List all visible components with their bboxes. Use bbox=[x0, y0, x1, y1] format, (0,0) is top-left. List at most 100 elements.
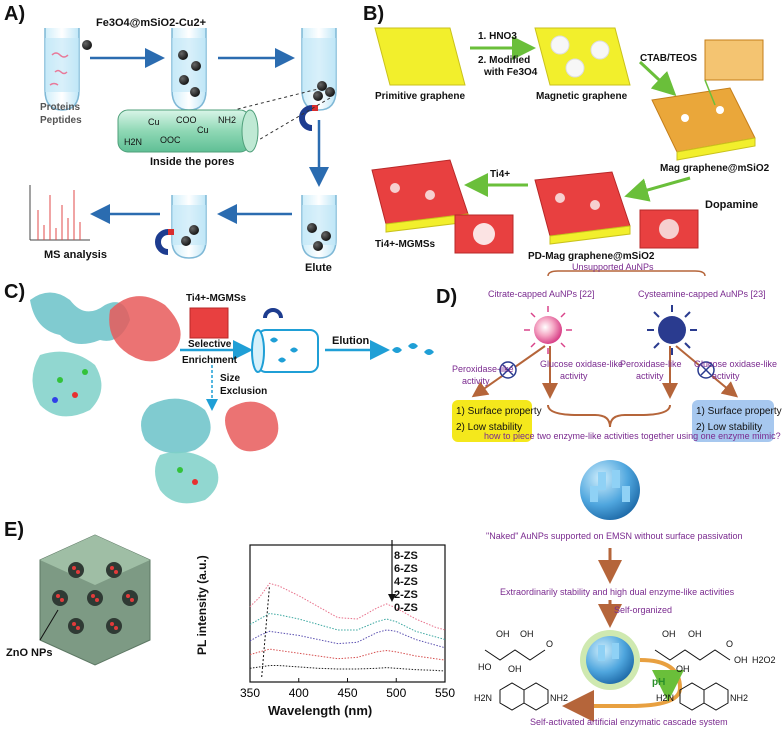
d-ph: pH bbox=[652, 677, 666, 688]
x-tick-label-350: 350 bbox=[240, 686, 260, 700]
d-glucose-left2: activity bbox=[560, 371, 588, 381]
d-glucose-left: Glucose oxidase-like bbox=[540, 359, 624, 369]
panel-b-label: B) bbox=[363, 3, 385, 25]
chem-ooc: OOC bbox=[160, 135, 181, 145]
panel-c-graphics bbox=[30, 292, 434, 504]
chem-nh2-2: NH2 bbox=[730, 693, 749, 703]
ms-caption: MS analysis bbox=[44, 249, 107, 261]
pores-caption: Inside the pores bbox=[150, 156, 235, 168]
c-elution: Elution bbox=[332, 335, 370, 347]
panel-b-graphics bbox=[371, 27, 764, 254]
step-2b: with Fe3O4 bbox=[484, 67, 538, 78]
d-stability: Extraordinarily stability and high dual … bbox=[500, 587, 735, 597]
legend-item-2-ZS: 2-ZS bbox=[394, 589, 418, 601]
d-naked: "Naked" AuNPs supported on EMSN without … bbox=[486, 531, 743, 541]
pl-chart: 350 400 450 500 550 bbox=[240, 540, 455, 700]
series-line-2-ZS bbox=[249, 648, 446, 661]
tube-5 bbox=[171, 195, 207, 259]
box-right bbox=[692, 400, 774, 442]
chem-oh-3: OH bbox=[508, 664, 522, 674]
chem-oh-4: OH bbox=[662, 629, 676, 639]
chem-cu-2: Cu bbox=[197, 125, 209, 135]
legend-arrow-head bbox=[388, 594, 396, 602]
legend-item-4-ZS: 4-ZS bbox=[394, 576, 418, 588]
ti-label: Ti4+ bbox=[490, 169, 511, 180]
mag-graphene-msio2: Mag graphene@mSiO2 bbox=[660, 163, 770, 174]
d-cascade: Self-activated artificial enzymatic casc… bbox=[530, 717, 728, 727]
chem-h2n-2: H2N bbox=[656, 693, 675, 703]
series-line-6-ZS bbox=[249, 612, 446, 641]
d-self-org: Self-organized bbox=[614, 605, 673, 615]
legend-item-8-ZS: 8-ZS bbox=[394, 550, 418, 562]
legend-item-6-ZS: 6-ZS bbox=[394, 563, 418, 575]
panel-c-label: C) bbox=[4, 281, 26, 303]
step-1: 1. HNO3 bbox=[478, 31, 517, 42]
tube-3 bbox=[301, 28, 337, 111]
x-tick-label-450: 450 bbox=[337, 686, 357, 700]
d-perox-left2: activity bbox=[462, 376, 490, 386]
tube-elute bbox=[301, 195, 337, 259]
d-perox-left: Peroxidase-like bbox=[452, 364, 514, 374]
chem-oh-7: OH bbox=[734, 655, 748, 665]
pore-cylinder bbox=[117, 109, 259, 153]
d-glucose-right2: activity bbox=[712, 371, 740, 381]
peak-arrow bbox=[261, 586, 270, 678]
c-ti-mgmss: Ti4+-MGMSs bbox=[186, 293, 247, 304]
series-line-0-ZS bbox=[249, 665, 446, 672]
chem-cu-1: Cu bbox=[148, 117, 160, 127]
panel-a-label: A) bbox=[4, 3, 26, 25]
chem-o-1: O bbox=[546, 639, 554, 649]
x-tick-label-400: 400 bbox=[289, 686, 309, 700]
c-exclusion: Exclusion bbox=[220, 386, 268, 397]
x-tick-label-500: 500 bbox=[386, 686, 406, 700]
d-question: how to piece two enzyme-like activities … bbox=[484, 431, 781, 441]
ms-spectrum bbox=[29, 185, 90, 241]
chem-oh-6: OH bbox=[676, 664, 690, 674]
panel-a-graphics bbox=[29, 28, 337, 259]
legend-item-0-ZS: 0-ZS bbox=[394, 602, 418, 614]
ctab-teos: CTAB/TEOS bbox=[640, 53, 698, 64]
reagent-label: Fe3O4@mSiO2-Cu2+ bbox=[96, 17, 207, 29]
pd-mag-label: PD-Mag graphene@mSiO2 bbox=[528, 251, 655, 262]
chem-h2n-1: H2N bbox=[474, 693, 493, 703]
step-2: 2. Modified bbox=[478, 55, 531, 66]
ti-mgmss-label: Ti4+-MGMSs bbox=[375, 239, 436, 250]
panel-d-graphics bbox=[471, 270, 739, 722]
primitive-graphene: Primitive graphene bbox=[375, 91, 466, 102]
chem-oh-5: OH bbox=[688, 629, 702, 639]
tube-2 bbox=[171, 28, 207, 111]
chart-xlabel: Wavelength (nm) bbox=[268, 703, 373, 718]
d-perox-right: Peroxidase-like bbox=[620, 359, 682, 369]
dopamine-label: Dopamine bbox=[705, 199, 759, 211]
legend-peptides: Peptides bbox=[40, 115, 82, 126]
x-tick-label-550: 550 bbox=[435, 686, 455, 700]
elute-caption: Elute bbox=[305, 262, 332, 274]
chem-oh-2: OH bbox=[520, 629, 534, 639]
panel-e-graphics bbox=[39, 534, 151, 666]
chem-h2n: H2N bbox=[124, 137, 143, 147]
c-enrichment: Enrichment bbox=[182, 355, 238, 366]
legend-proteins: Proteins bbox=[40, 102, 81, 113]
series-line-4-ZS bbox=[249, 629, 446, 649]
c-selective: Selective bbox=[188, 339, 232, 350]
zno-label: ZnO NPs bbox=[6, 647, 53, 659]
chem-o-2: O bbox=[726, 639, 734, 649]
box-left bbox=[452, 400, 532, 442]
d-glucose-right: Glucose oxidase-like bbox=[694, 359, 778, 369]
chart-ylabel: PL intensity (a.u.) bbox=[195, 555, 209, 655]
tube-1 bbox=[44, 28, 80, 111]
chem-ho: HO bbox=[478, 662, 492, 672]
d-citrate: Citrate-capped AuNPs [22] bbox=[488, 289, 595, 299]
magnetic-graphene: Magnetic graphene bbox=[536, 91, 628, 102]
d-unsupported: Unsupported AuNPs bbox=[572, 262, 654, 272]
chem-coo: COO bbox=[176, 115, 197, 125]
chem-oh-1: OH bbox=[496, 629, 510, 639]
chem-nh2-1: NH2 bbox=[550, 693, 569, 703]
c-size: Size bbox=[220, 373, 241, 384]
panel-d-label: D) bbox=[436, 286, 458, 308]
chem-h2o2: H2O2 bbox=[752, 655, 776, 665]
